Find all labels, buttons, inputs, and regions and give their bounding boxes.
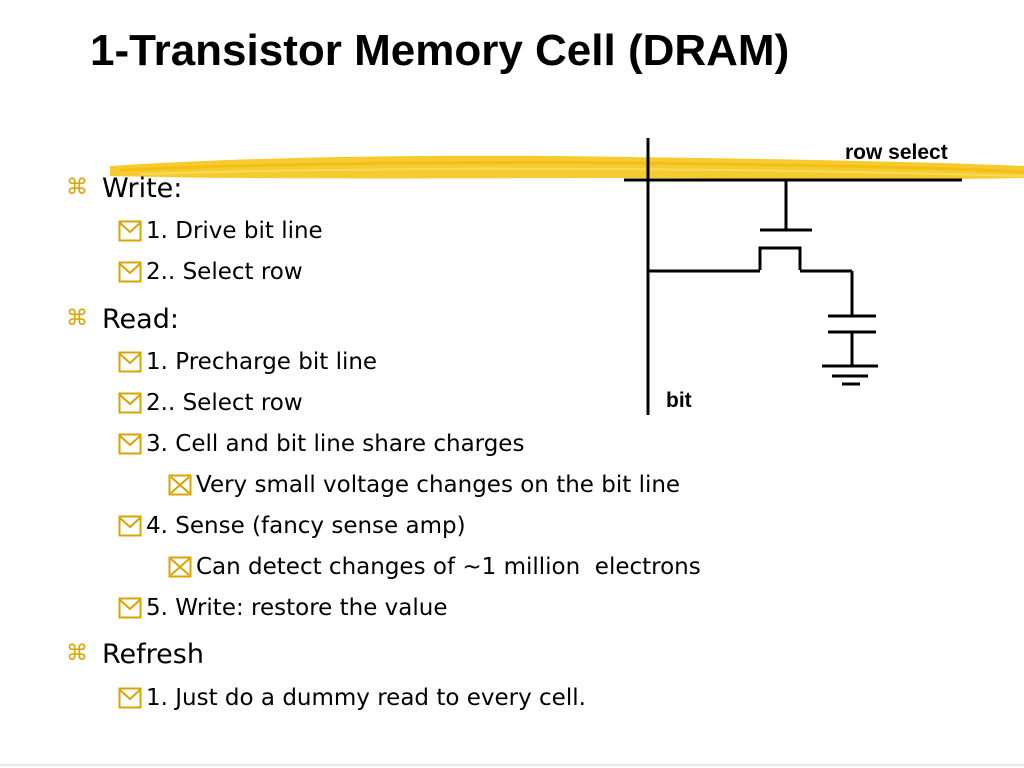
x-checkbox-icon bbox=[168, 556, 192, 578]
envelope-checkbox-icon bbox=[118, 597, 142, 619]
bullet-write: ⌘ Write: bbox=[66, 170, 182, 206]
slide-title: 1-Transistor Memory Cell (DRAM) bbox=[90, 26, 790, 75]
dram-cell-circuit bbox=[624, 138, 962, 415]
bullet-refresh: ⌘ Refresh bbox=[66, 636, 204, 672]
envelope-checkbox-icon bbox=[118, 392, 142, 414]
read-step-4-note: Can detect changes of ~1 million electro… bbox=[168, 551, 701, 583]
bullet-refresh-label: Refresh bbox=[102, 638, 204, 670]
bullet-read: ⌘ Read: bbox=[66, 301, 179, 337]
envelope-checkbox-icon bbox=[118, 220, 142, 242]
read-step-4-text: 4. Sense (fancy sense amp) bbox=[146, 513, 466, 539]
bullet-read-label: Read: bbox=[102, 303, 179, 335]
write-step-1: 1. Drive bit line bbox=[118, 215, 323, 247]
command-key-icon: ⌘ bbox=[66, 175, 88, 200]
read-step-2: 2.. Select row bbox=[118, 387, 303, 419]
read-step-4: 4. Sense (fancy sense amp) bbox=[118, 510, 466, 542]
bullet-write-label: Write: bbox=[102, 172, 183, 204]
x-checkbox-icon bbox=[168, 474, 192, 496]
row-select-label: row select bbox=[845, 141, 948, 164]
read-step-1-text: 1. Precharge bit line bbox=[146, 349, 378, 375]
read-step-1: 1. Precharge bit line bbox=[118, 346, 377, 378]
highlighter-stroke bbox=[110, 155, 1024, 180]
read-step-3-text: 3. Cell and bit line share charges bbox=[146, 431, 525, 457]
envelope-checkbox-icon bbox=[118, 433, 142, 455]
envelope-checkbox-icon bbox=[118, 351, 142, 373]
read-step-2-text: 2.. Select row bbox=[146, 390, 303, 416]
read-step-5-text: 5. Write: restore the value bbox=[146, 595, 448, 621]
read-step-3-note-text: Very small voltage changes on the bit li… bbox=[196, 472, 681, 498]
write-step-1-text: 1. Drive bit line bbox=[146, 218, 323, 244]
read-step-4-note-text: Can detect changes of ~1 million electro… bbox=[196, 554, 701, 580]
read-step-3: 3. Cell and bit line share charges bbox=[118, 428, 524, 460]
refresh-step-1: 1. Just do a dummy read to every cell. bbox=[118, 682, 586, 714]
command-key-icon: ⌘ bbox=[66, 306, 88, 331]
bit-label: bit bbox=[666, 389, 692, 412]
command-key-icon: ⌘ bbox=[66, 641, 88, 666]
read-step-3-note: Very small voltage changes on the bit li… bbox=[168, 469, 680, 501]
envelope-checkbox-icon bbox=[118, 515, 142, 537]
envelope-checkbox-icon bbox=[118, 261, 142, 283]
read-step-5: 5. Write: restore the value bbox=[118, 592, 448, 624]
footer-divider bbox=[0, 764, 1024, 766]
transistor-channel bbox=[758, 246, 802, 270]
write-step-2-text: 2.. Select row bbox=[146, 259, 303, 285]
refresh-step-1-text: 1. Just do a dummy read to every cell. bbox=[146, 685, 586, 711]
write-step-2: 2.. Select row bbox=[118, 256, 303, 288]
envelope-checkbox-icon bbox=[118, 687, 142, 709]
